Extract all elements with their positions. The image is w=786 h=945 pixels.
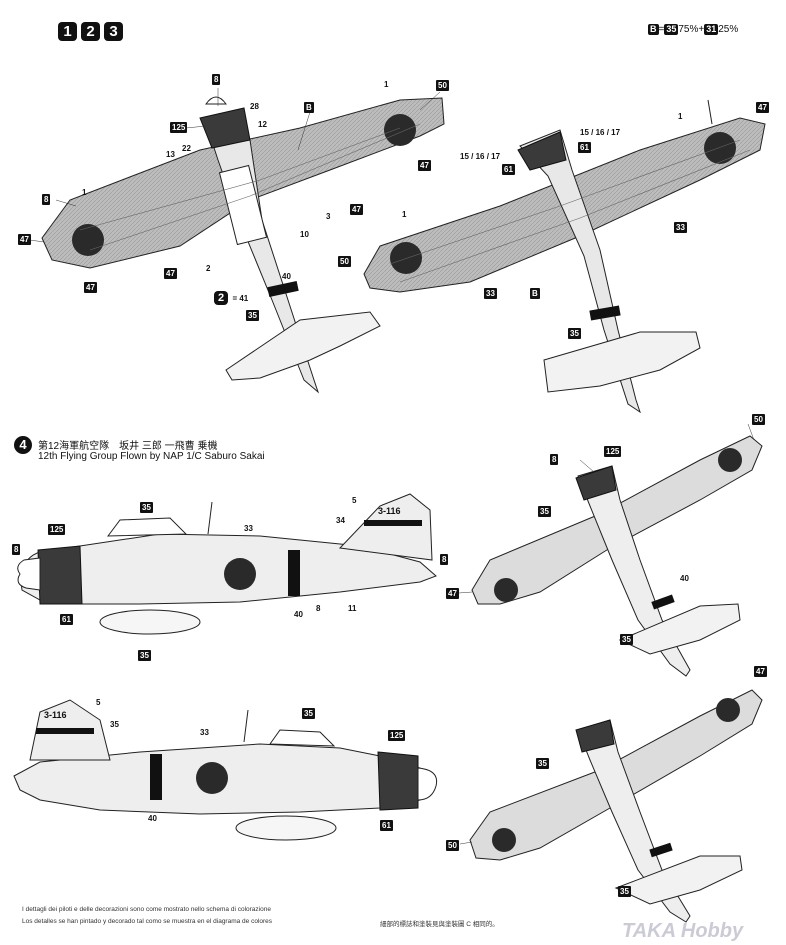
footnote-italian: I dettagli dei piloti e delle decorazion… xyxy=(22,906,271,913)
equation-eq-41: = 41 xyxy=(232,294,249,303)
callout-125: 125 xyxy=(170,122,188,133)
callout-15-16-17b: 15 / 16 / 17 xyxy=(460,152,501,161)
footnote-spanish: Los detalles se han pintado y decorado t… xyxy=(22,918,273,925)
callout-10: 10 xyxy=(300,230,309,239)
tail-code-upper: 3-116 xyxy=(378,506,401,516)
callout-35c: 35 xyxy=(140,502,153,513)
equation-box-2: 2 xyxy=(214,291,228,305)
callout-47e: 47 xyxy=(84,282,97,293)
section-number-4: 4 xyxy=(14,436,32,454)
callout-33d: 33 xyxy=(200,728,209,737)
callout-47d: 47 xyxy=(164,268,177,279)
callout-33b: 33 xyxy=(484,288,497,299)
callout-40c: 40 xyxy=(148,814,157,823)
callout-50: 50 xyxy=(436,80,449,91)
callout-40: 40 xyxy=(282,272,291,281)
callout-35i: 35 xyxy=(536,758,549,769)
callout-61: 61 xyxy=(578,142,591,153)
callout-61d: 61 xyxy=(380,820,393,831)
callout-8f: 8 xyxy=(550,454,559,465)
top-view-upper-left xyxy=(41,96,445,394)
callout-b2: B xyxy=(530,288,540,299)
callout-47: 47 xyxy=(418,160,431,171)
callout-12: 12 xyxy=(258,120,267,129)
callout-5b: 5 xyxy=(96,698,101,707)
callout-35j: 35 xyxy=(618,886,631,897)
scheme-number-1: 1 xyxy=(58,22,77,41)
bottom-view-lower-right xyxy=(469,689,763,923)
callout-33: 33 xyxy=(674,222,687,233)
callout-47b: 47 xyxy=(350,204,363,215)
callout-50d: 50 xyxy=(446,840,459,851)
callout-11: 11 xyxy=(348,604,357,613)
callout-50c: 50 xyxy=(752,414,765,425)
callout-1d: 1 xyxy=(402,210,407,219)
side-view-left xyxy=(17,493,437,635)
callout-34: 34 xyxy=(336,516,345,525)
callout-15-16-17: 15 / 16 / 17 xyxy=(580,128,621,137)
callout-33c: 33 xyxy=(244,524,253,533)
callout-61c: 61 xyxy=(60,614,73,625)
scheme-number-3: 3 xyxy=(104,22,123,41)
callout-47g: 47 xyxy=(446,588,459,599)
section-title-jp: 第12海軍航空隊 坂井 三郎 一飛曹 乗機 xyxy=(38,441,218,452)
callout-35b: 35 xyxy=(568,328,581,339)
callout-13: 13 xyxy=(166,150,175,159)
callout-8b: 8 xyxy=(42,194,51,205)
callout-2: 2 xyxy=(206,264,211,273)
callout-8: 8 xyxy=(212,74,221,85)
callout-47f: 47 xyxy=(756,102,769,113)
callout-35f: 35 xyxy=(302,708,315,719)
scheme-number-2: 2 xyxy=(81,22,100,41)
formula-box-31: 31 xyxy=(704,24,719,35)
callout-35d: 35 xyxy=(138,650,151,661)
formula-equals: = xyxy=(658,24,665,35)
callout-5: 5 xyxy=(352,496,357,505)
callout-47c: 47 xyxy=(18,234,31,245)
formula-box-b: B xyxy=(648,24,659,35)
callout-47h: 47 xyxy=(754,666,767,677)
section-title-en: 12th Flying Group Flown by NAP 1/C Sabur… xyxy=(38,451,265,462)
callout-1c: 1 xyxy=(678,112,683,121)
footnote-chinese: 細部的標誌和塗裝見與塗裝圖 C 相同的。 xyxy=(380,921,499,928)
equation-2-41: 2 = 41 xyxy=(214,288,248,306)
formula-box-35: 35 xyxy=(664,24,679,35)
side-view-bottom-left xyxy=(13,699,438,841)
callout-125c: 125 xyxy=(388,730,406,741)
callout-40d: 40 xyxy=(680,574,689,583)
callout-28: 28 xyxy=(250,102,259,111)
watermark: TAKA Hobby xyxy=(622,920,744,942)
callout-8e: 8 xyxy=(316,604,321,613)
formula-part-25: 25% xyxy=(718,24,739,35)
callout-35h: 35 xyxy=(620,634,633,645)
callout-22: 22 xyxy=(182,144,191,153)
callout-3: 3 xyxy=(326,212,331,221)
callout-35: 35 xyxy=(246,310,259,321)
callout-8d: 8 xyxy=(440,554,449,565)
tail-code-lower: 3-116 xyxy=(44,710,67,720)
callout-b: B xyxy=(304,102,314,113)
callout-35e: 35 xyxy=(110,720,119,729)
callout-1b: 1 xyxy=(82,188,87,197)
callout-125d: 125 xyxy=(604,446,622,457)
callout-50b: 50 xyxy=(338,256,351,267)
callout-61b: 61 xyxy=(502,164,515,175)
callout-8c: 8 xyxy=(12,544,21,555)
callout-40b: 40 xyxy=(294,610,303,619)
callout-35g: 35 xyxy=(538,506,551,517)
top-view-middle-right xyxy=(471,435,763,677)
bottom-view-upper-right xyxy=(363,99,766,414)
formula-part-75: 75%+ xyxy=(678,24,705,35)
callout-1: 1 xyxy=(384,80,389,89)
callout-125b: 125 xyxy=(48,524,66,535)
